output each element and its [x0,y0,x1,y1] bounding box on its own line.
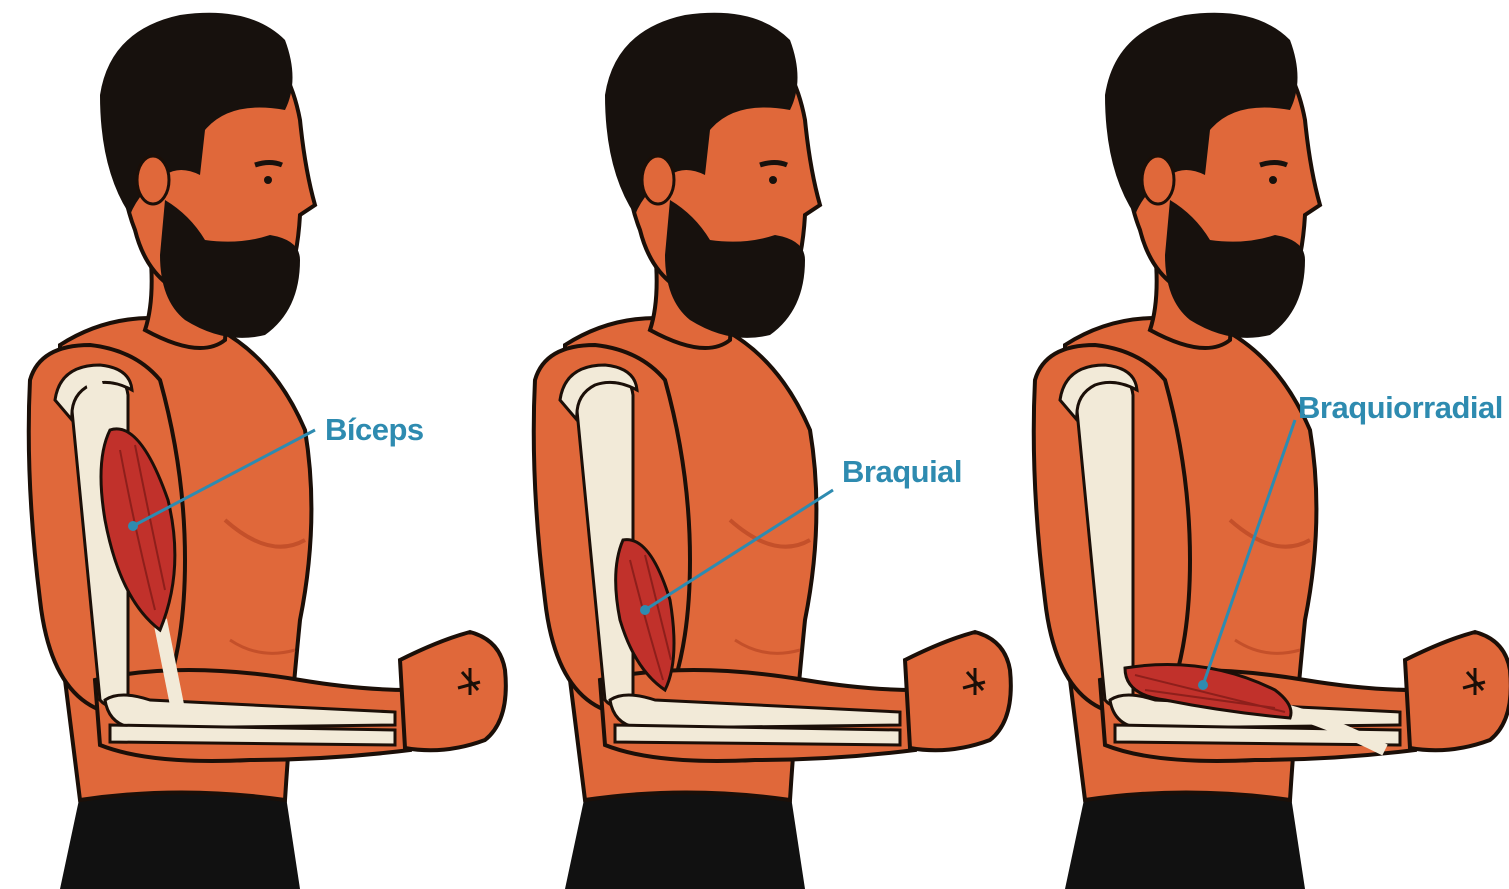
leader-dot-biceps [128,521,138,531]
label-biceps: Bíceps [325,412,424,447]
label-brachialis: Braquial [842,454,962,489]
panel-biceps: Bíceps [29,13,506,889]
panel-brachioradialis: Braquiorradial [1034,13,1509,889]
leader-dot-brachialis [640,605,650,615]
panel-brachialis: Braquial [534,13,1011,889]
leader-dot-brachioradialis [1198,680,1208,690]
label-brachioradialis: Braquiorradial [1298,390,1503,425]
